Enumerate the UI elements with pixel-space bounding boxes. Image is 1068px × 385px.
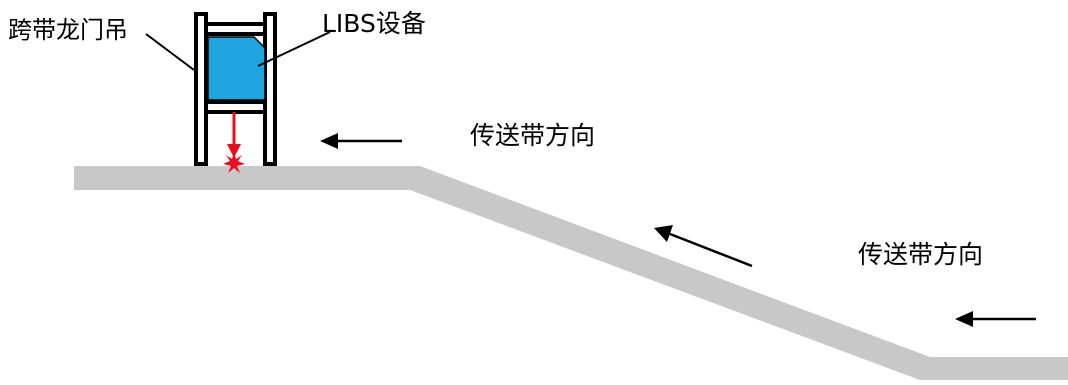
gantry-label: 跨带龙门吊	[8, 16, 128, 44]
conveyor-direction-label-upper: 传送带方向	[470, 121, 596, 150]
conveyor-direction-label-lower: 传送带方向	[858, 240, 984, 269]
direction-arrow-lower	[955, 311, 1036, 327]
conveyor-belt	[74, 166, 1068, 380]
laser-arrowhead	[227, 144, 241, 158]
laser-spark	[223, 152, 245, 173]
direction-arrow-slope	[654, 225, 753, 268]
libs-device-label: LIBS设备	[322, 9, 426, 38]
libs-device	[207, 36, 266, 101]
gantry-leader-line	[145, 33, 195, 71]
direction-arrow-upper	[320, 133, 402, 149]
gantry-right-post	[263, 12, 277, 166]
libs-leader-line	[257, 31, 331, 67]
gantry-left-post	[194, 12, 208, 166]
